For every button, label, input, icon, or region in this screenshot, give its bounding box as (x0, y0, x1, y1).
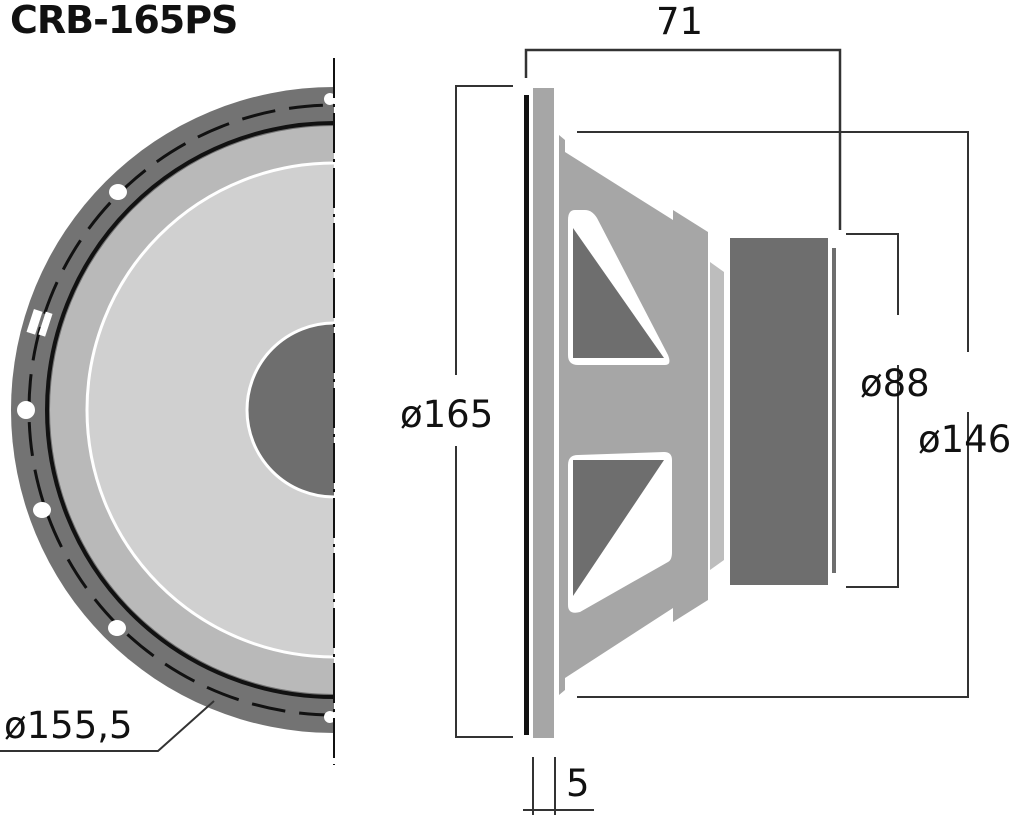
magnet (730, 238, 828, 585)
dim-flange-thickness: 5 (566, 762, 590, 805)
mounting-hole (17, 401, 35, 419)
mounting-slot (38, 311, 53, 337)
dim-line-cutout-diameter (577, 131, 969, 352)
leader-line (0, 700, 215, 752)
mounting-hole (108, 620, 126, 636)
side-view: 71 ø165 ø146 ø88 5 (400, 0, 1011, 815)
dim-outer-diameter: ø165 (400, 393, 493, 436)
model-title: CRB-165PS (10, 0, 237, 42)
dim-line-depth (524, 48, 842, 230)
basket-window-top-shade (573, 228, 664, 358)
dim-line-magnet-diameter (846, 233, 899, 315)
flange (533, 88, 554, 738)
gasket (524, 95, 529, 735)
dim-depth: 71 (656, 0, 703, 43)
dim-line-outer-diameter (455, 85, 513, 375)
basket-window-bottom-shade (573, 460, 664, 596)
dim-cutout-diameter: ø146 (918, 418, 1011, 461)
chassis-step (710, 262, 724, 570)
mounting-hole (33, 502, 51, 518)
mounting-hole (324, 93, 334, 105)
mounting-hole (109, 184, 127, 200)
mounting-hole (324, 711, 334, 723)
front-view: ø155,5 (0, 58, 335, 765)
dust-cap (245, 321, 334, 499)
magnet-plate (832, 248, 836, 573)
cone (85, 161, 334, 659)
dim-mounting-hole-circle: ø155,5 (4, 704, 133, 747)
gasket-ring (45, 121, 334, 699)
dim-line-magnet-diameter (846, 365, 899, 588)
dim-line-outer-diameter (455, 446, 513, 738)
dim-magnet-diameter: ø88 (860, 362, 930, 405)
mounting-slot (26, 309, 43, 335)
dim-line-cutout-diameter (577, 412, 969, 698)
